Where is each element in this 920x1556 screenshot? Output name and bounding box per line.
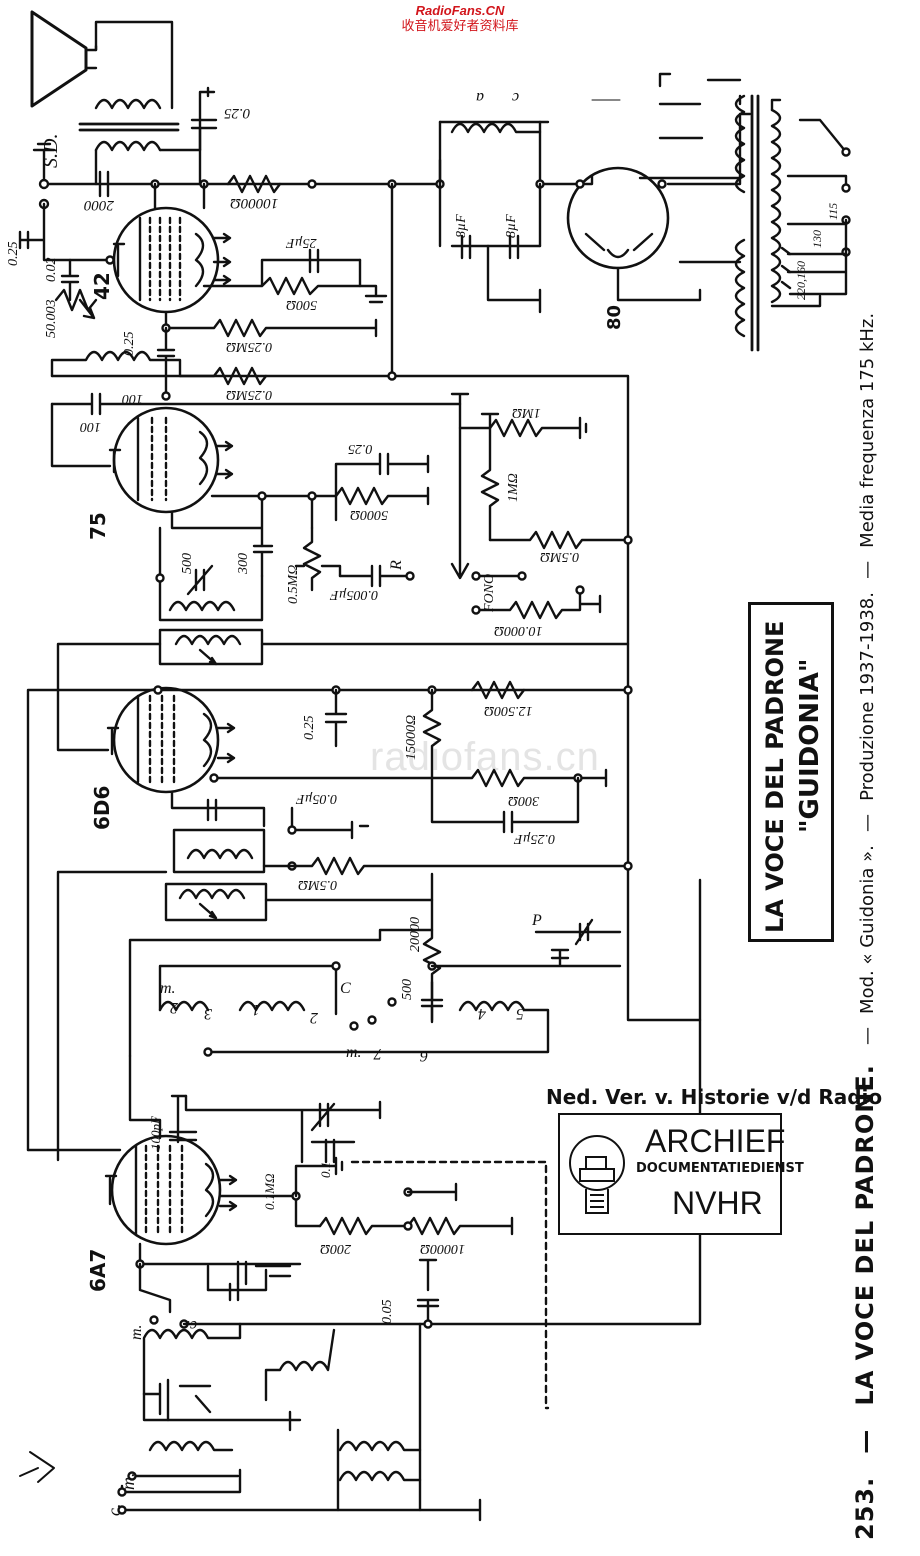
- label-m3: m.: [128, 1324, 145, 1340]
- label-r15000: 15000Ω: [404, 714, 419, 760]
- label-sd: S.D.: [40, 133, 62, 168]
- label-c-top: c: [512, 89, 520, 106]
- tube-label-42: 42: [90, 272, 114, 300]
- title-box: LA VOCE DEL PADRONE "GUIDONIA": [748, 602, 834, 942]
- label-r12500: 12.500Ω: [484, 703, 533, 718]
- label-m2: m.: [346, 1044, 362, 1061]
- label-c500b: 500: [400, 979, 415, 1000]
- label-cap8a: 8µF: [454, 214, 469, 238]
- label-c025top: 0.25: [224, 105, 251, 121]
- label-m4: m.: [118, 1472, 138, 1491]
- label-r10000: 10000Ω: [230, 195, 279, 211]
- label-v115: 115: [826, 202, 840, 220]
- label-r10000c: 10000Ω: [420, 1241, 466, 1256]
- tube-label-80: 80: [604, 304, 625, 330]
- title-line2: "GUIDONIA": [795, 658, 825, 833]
- caption-brand: LA VOCE DEL PADRONE.: [851, 1064, 879, 1406]
- caption-dash-1: —: [851, 1428, 879, 1454]
- tube-6d6: [106, 686, 236, 794]
- tube-75: [108, 406, 234, 514]
- label-r200: 200Ω: [320, 1241, 352, 1256]
- label-c2000: 2000: [84, 197, 114, 213]
- output-transformer: [78, 20, 202, 186]
- watermark-subtitle: 收音机爱好者资料库: [401, 18, 519, 33]
- caption-dash-3: —: [857, 814, 878, 832]
- caption-if-frequency: Media frequenza 175 kHz.: [857, 312, 878, 548]
- label-c300: 300: [236, 553, 251, 574]
- label-r50003: 50.003: [44, 299, 59, 339]
- label-n1: 1: [252, 1001, 260, 1018]
- title-line1: LA VOCE DEL PADRONE: [761, 620, 789, 933]
- label-r500: 500Ω: [286, 297, 318, 312]
- label-n2: 2: [170, 999, 178, 1016]
- label-n6: 6: [420, 1047, 428, 1064]
- label-r5000: 5000Ω: [350, 507, 389, 522]
- label-r01m: 0.1MΩ: [262, 1173, 277, 1210]
- archive-stamp: ARCHIEF DOCUMENTATIEDIENST NVHR: [558, 1113, 804, 1235]
- label-c002: 0.02: [44, 257, 59, 283]
- watermark-header: RadioFans.CN 收音机爱好者资料库: [0, 3, 920, 33]
- label-c025b: 0.25: [122, 331, 137, 357]
- archive-caption: Ned. Ver. v. Historie v/d Radio: [546, 1085, 883, 1109]
- label-r05m: 0.5MΩ: [540, 549, 580, 564]
- label-r20000: 20000: [408, 917, 423, 952]
- label-v130: 130: [810, 230, 824, 248]
- tube-6a7: [104, 1134, 238, 1246]
- label-r05mb: 0.5MΩ: [298, 877, 338, 892]
- tube-label-75: 75: [86, 512, 110, 540]
- label-a: a: [476, 89, 484, 106]
- label-c500: 500: [180, 553, 195, 574]
- label-n5: 5: [516, 1005, 524, 1022]
- label-r300: 300Ω: [508, 793, 540, 808]
- label-n3: 3: [204, 1005, 212, 1022]
- caption-model: Mod. « Guidonia ».: [857, 845, 878, 1014]
- background-watermark: radiofans.cn: [370, 735, 600, 779]
- label-n2b: 2: [310, 1009, 318, 1026]
- label-c100a: 100: [122, 391, 143, 406]
- label-pot05: 0.5MΩ: [286, 564, 301, 604]
- label-r025mb: 0.25MΩ: [226, 387, 273, 402]
- speaker-icon: [30, 10, 98, 108]
- label-c025uf: 0.25µF: [514, 831, 556, 846]
- label-c005uf: 0.05µF: [296, 791, 338, 806]
- label-fono: FONO: [482, 573, 497, 612]
- label-v220: 220,160: [794, 261, 808, 300]
- label-r025ma: 0.25MΩ: [226, 339, 273, 354]
- label-r: R: [388, 560, 405, 570]
- nvhr-logo-icon: [569, 1135, 625, 1214]
- label-n4: 4: [478, 1005, 486, 1022]
- label-p: P: [532, 912, 542, 929]
- label-c4: c.: [104, 1503, 124, 1517]
- label-c3: c.: [186, 1317, 198, 1334]
- label-c005: 0.05: [380, 1299, 395, 1325]
- label-c100pf: 100pF: [148, 1116, 163, 1150]
- label-c01: 0.1: [318, 1161, 333, 1178]
- stamp-nvhr: NVHR: [672, 1185, 763, 1221]
- label-r10000b: 10.000Ω: [494, 623, 543, 638]
- label-c025d: 0.25: [302, 715, 317, 741]
- tube-label-6d6: 6D6: [90, 785, 114, 830]
- label-r1m2: 1MΩ: [506, 473, 521, 502]
- watermark-site: RadioFans.CN: [415, 3, 505, 18]
- tube-42: [112, 206, 232, 314]
- stamp-documentatiedienst: DOCUMENTATIEDIENST: [636, 1161, 804, 1176]
- label-c100b: 100: [80, 419, 101, 434]
- caption-production: Produzione 1937-1938.: [857, 592, 878, 801]
- sidebar-caption: 253. — LA VOCE DEL PADRONE. — Mod. « Gui…: [851, 40, 879, 1540]
- label-r1m: 1MΩ: [512, 405, 541, 420]
- label-c0005: 0.005µF: [330, 587, 379, 602]
- caption-dash-4: —: [857, 560, 878, 579]
- label-n7: 7: [374, 1045, 382, 1062]
- label-c025c: 0.25: [348, 441, 373, 456]
- label-c25uf: 25µF: [286, 235, 317, 250]
- caption-number: 253.: [851, 1476, 879, 1540]
- tube-label-6a7: 6A7: [86, 1248, 110, 1292]
- label-cap8b: 8µF: [504, 214, 519, 238]
- label-m1: m.: [160, 980, 176, 997]
- label-c: C: [340, 980, 351, 997]
- stamp-archief: ARCHIEF: [645, 1123, 786, 1159]
- caption-dash-2: —: [857, 1027, 878, 1046]
- label-c025a: 0.25: [6, 241, 21, 267]
